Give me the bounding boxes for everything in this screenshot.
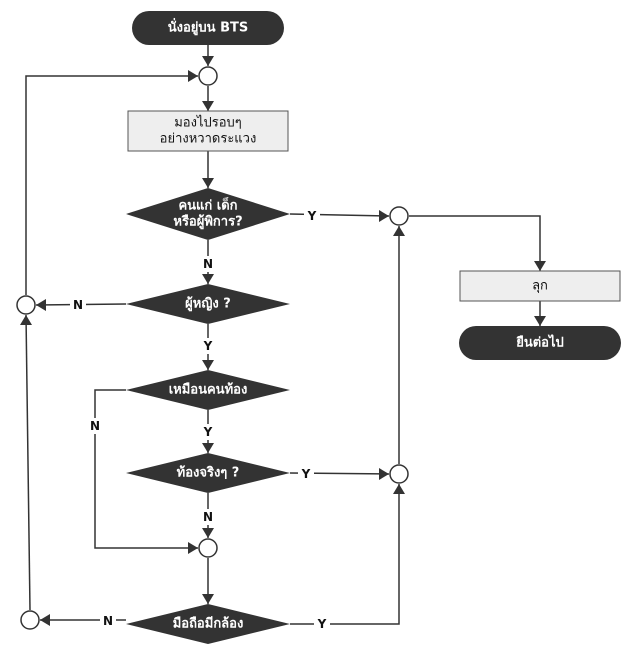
merge-left-mid-connector <box>16 295 36 315</box>
edge-label-q-pregnant-real-yes: Y <box>301 467 311 481</box>
edge-woman-no-arrowhead <box>36 299 46 311</box>
edge-label-bg <box>304 208 320 224</box>
merge-top-connector <box>198 66 218 86</box>
edge-label-q-woman-no: N <box>73 298 83 312</box>
edge-phone-yes <box>290 484 400 625</box>
nodes: นั่งอยู่บน BTS มองไปรอบๆอย่างหวาดระแวงคนแ… <box>16 11 621 644</box>
edge-label-bg <box>200 338 216 354</box>
edge-look-elderly-arrowhead <box>202 178 214 188</box>
edge-label-bg <box>87 418 103 434</box>
node-label: หรือผู้พิการ? <box>173 214 242 230</box>
decision-shape <box>126 370 290 410</box>
edge-preg-look-no-arrowhead <box>188 542 198 554</box>
node-q-phone: มือถือมีกล้อง <box>126 604 290 644</box>
decision-shape <box>126 604 290 644</box>
edge-label-q-pregnant-look-yes: Y <box>203 425 213 439</box>
edge-label-q-woman-yes: Y <box>203 339 213 353</box>
merge-no-connector <box>198 538 218 558</box>
edge-leftmid-up <box>25 75 198 295</box>
edge-yestop-stand <box>409 215 541 271</box>
edge-preg-look-yes-arrowhead <box>202 443 214 453</box>
node-go: ยืนต่อไป <box>459 326 621 360</box>
node-q-woman: ผู้หญิง ? <box>126 284 290 324</box>
node-label: เหมือนคนท้อง <box>169 382 248 398</box>
node-label: อย่างหวาดระแวง <box>160 132 257 147</box>
edge-phone-yes-arrowhead <box>393 484 405 494</box>
edge-woman-yes-arrowhead <box>202 360 214 370</box>
node-label: มือถือมีกล้อง <box>173 616 244 632</box>
edge-label-q-phone-no: N <box>103 614 113 628</box>
edge-preg-look-no <box>94 389 198 549</box>
terminal-shape <box>132 11 284 45</box>
edge-label-q-phone-yes: Y <box>317 617 327 631</box>
edge-merge-look-arrowhead <box>202 101 214 111</box>
node-label: ผู้หญิง ? <box>185 296 231 312</box>
merge-yes-top-connector <box>389 206 409 226</box>
edge-label-bg <box>200 424 216 440</box>
edge-label-bg <box>100 613 116 629</box>
edge-label-bg <box>200 256 216 272</box>
node-label: นั่งอยู่บน BTS <box>168 18 248 36</box>
edge-preg-real-no-arrowhead <box>202 528 214 538</box>
process-shape <box>459 270 621 302</box>
node-label: ลุก <box>532 279 548 294</box>
node-label: คนแก่ เด็ก <box>178 196 237 214</box>
edge-label-bg <box>298 466 314 482</box>
terminal-shape <box>459 326 621 360</box>
merge-left-bottom-connector <box>20 610 40 630</box>
node-q-elderly: คนแก่ เด็กหรือผู้พิการ? <box>126 188 290 240</box>
edge-label-bg <box>200 509 216 525</box>
decision-shape <box>126 188 290 240</box>
edge-labels: Y N N Y N Y Y N N Y <box>70 208 330 632</box>
edge-phone-no-arrowhead <box>40 614 50 626</box>
node-label: ยืนต่อไป <box>516 334 564 351</box>
edge-label-q-elderly-no: N <box>203 257 213 271</box>
edge-label-q-pregnant-real-no: N <box>203 510 213 524</box>
edge-yestop-stand-arrowhead <box>534 261 546 271</box>
decision-shape <box>126 453 290 493</box>
edge-label-bg <box>70 297 86 313</box>
edge-elderly-no-arrowhead <box>202 274 214 284</box>
edge-yesbot-up-arrowhead <box>393 226 405 236</box>
decision-shape <box>126 284 290 324</box>
node-start: นั่งอยู่บน BTS <box>132 11 284 45</box>
node-label: มองไปรอบๆ <box>174 115 242 131</box>
node-q-pregnant-look: เหมือนคนท้อง <box>126 370 290 410</box>
edge-leftmid-up-arrowhead <box>188 70 198 82</box>
edge-merge-phone-arrowhead <box>202 594 214 604</box>
node-q-pregnant-real: ท้องจริงๆ ? <box>126 453 290 493</box>
edge-label-bg <box>314 616 330 632</box>
edge-leftbot-up <box>25 314 31 611</box>
edge-label-q-elderly-yes: Y <box>307 209 317 223</box>
merge-yes-bottom-connector <box>389 464 409 484</box>
node-stand: ลุก <box>459 270 621 302</box>
edge-start-merge-arrowhead <box>202 56 214 66</box>
node-label: ท้องจริงๆ ? <box>177 465 240 481</box>
edge-label-q-pregnant-look-no: N <box>90 419 100 433</box>
edge-preg-real-yes-arrowhead <box>379 468 389 480</box>
edge-leftbot-up-arrowhead <box>20 315 32 325</box>
edge-stand-go-arrowhead <box>534 316 546 326</box>
edge-elderly-yes-arrowhead <box>379 210 389 222</box>
process-shape <box>127 110 289 152</box>
